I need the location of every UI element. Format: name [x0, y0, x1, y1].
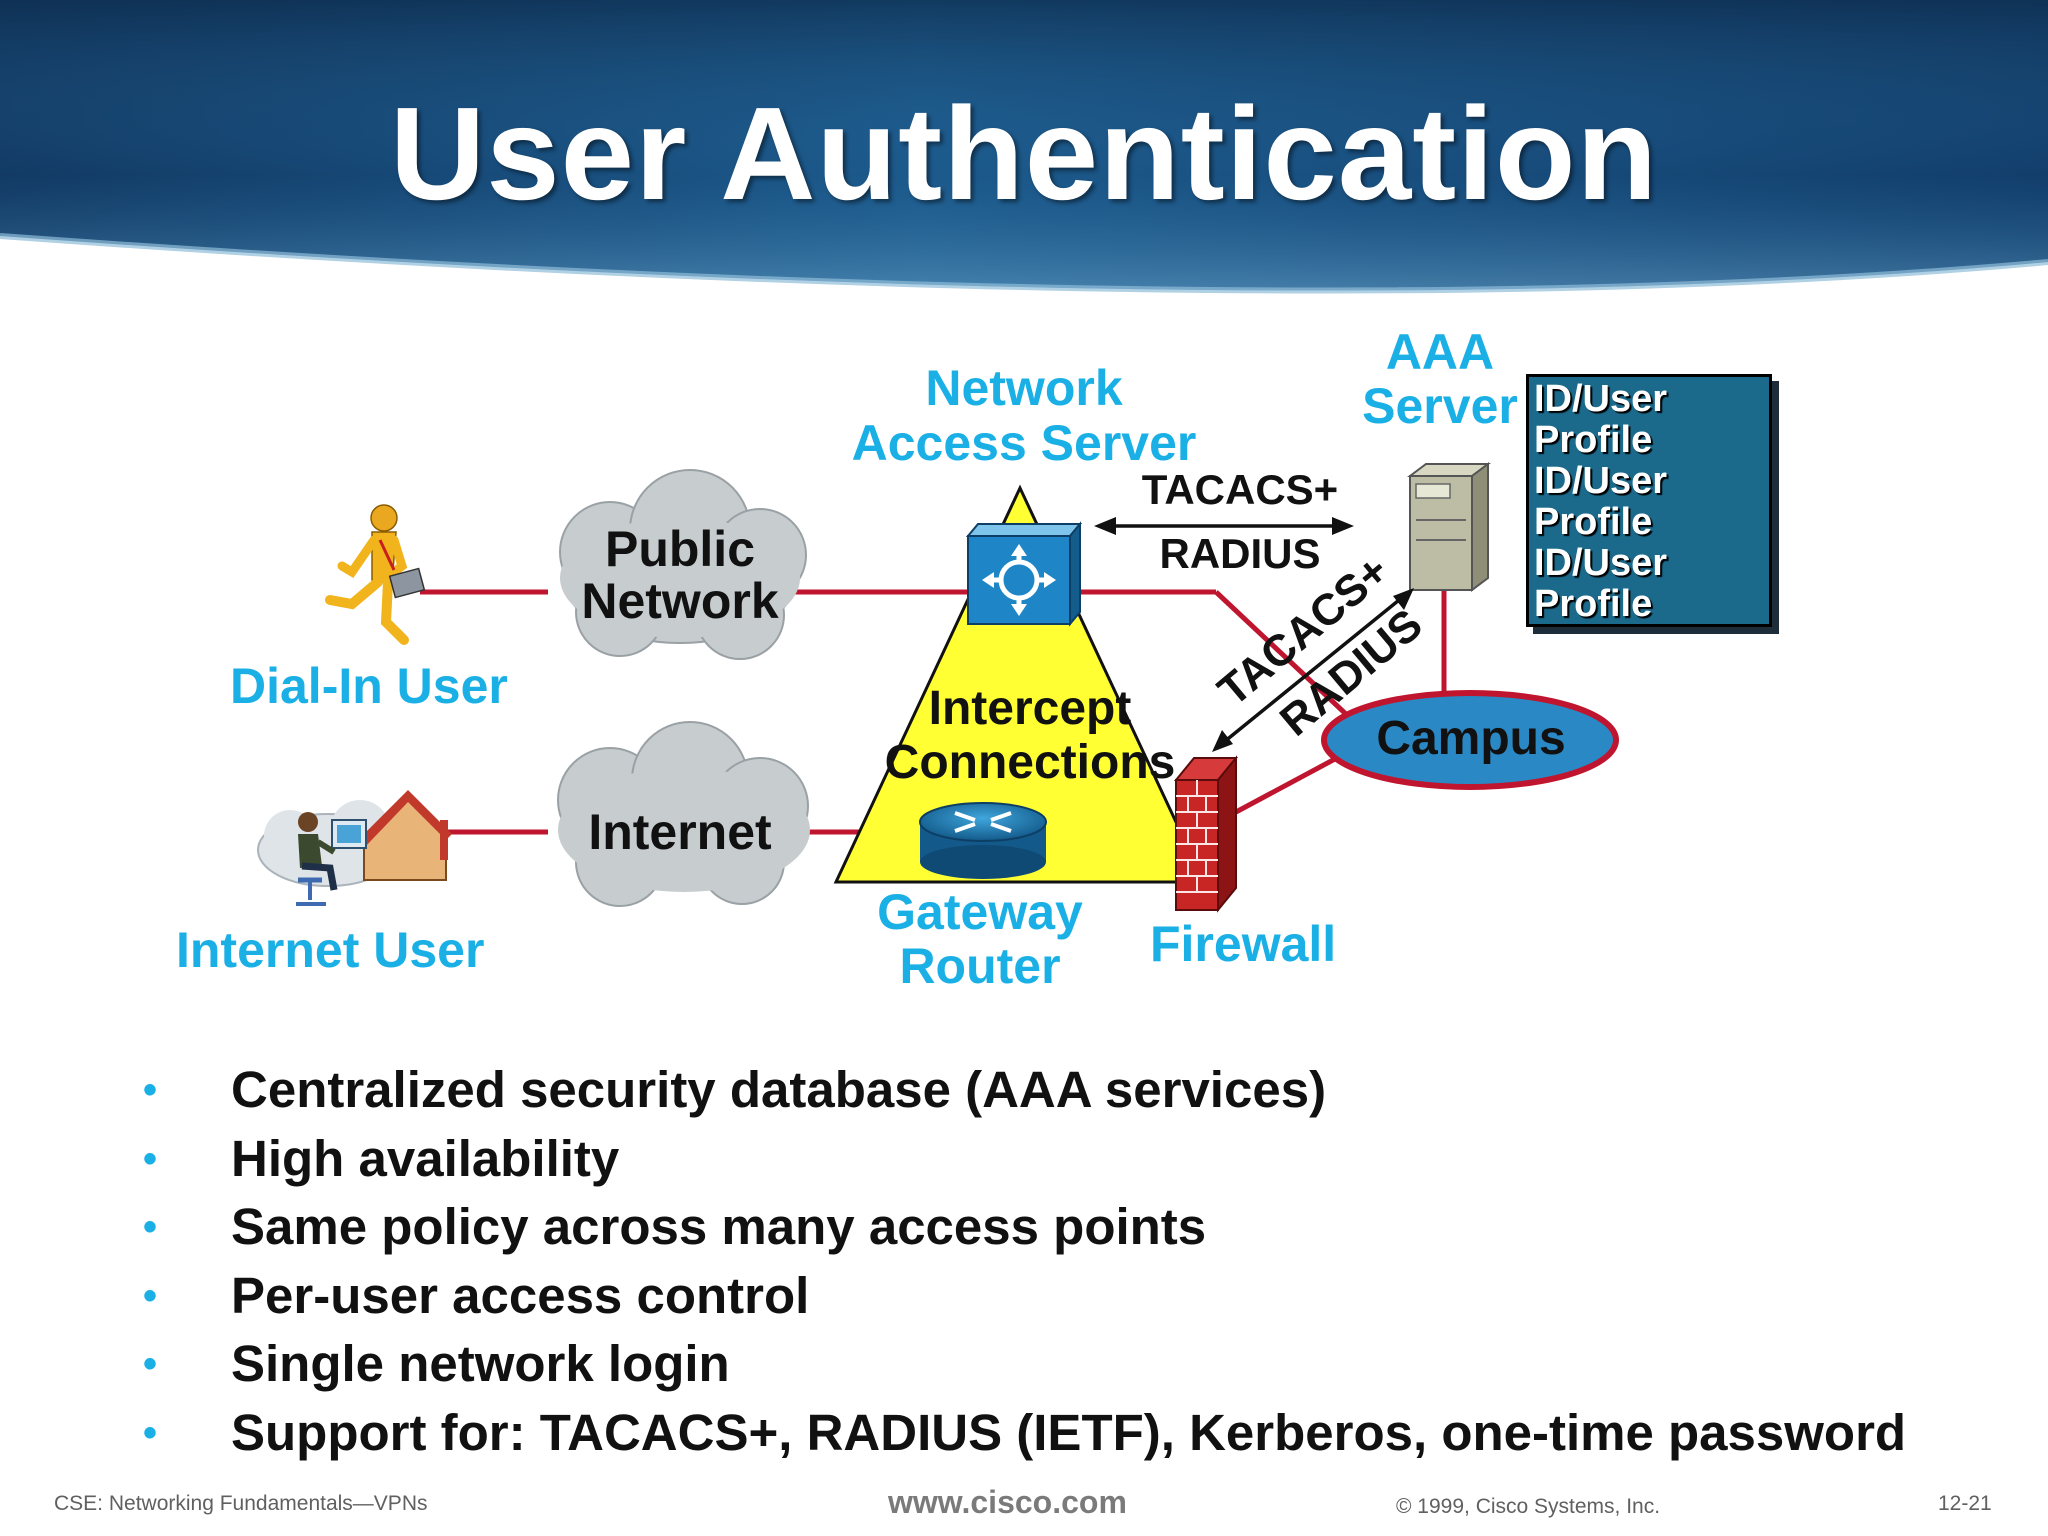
bullet-text: Centralized security database (AAA servi…: [231, 1061, 1327, 1118]
protocol-arrows: [1094, 517, 1414, 752]
profile-line: ID/User: [1534, 460, 1668, 502]
footer-course: CSE: Networking Fundamentals—VPNs: [54, 1492, 428, 1515]
firewall-icon: [1173, 755, 1239, 913]
dial-in-user-figure: [325, 504, 426, 645]
intercept-triangle: [833, 484, 1207, 884]
bullet-dot-icon: •: [143, 1205, 158, 1249]
nas-label-line2: Access Server: [851, 415, 1197, 471]
bullet-text: High availability: [231, 1129, 620, 1187]
bullet-list: • Centralized security database (AAA serv…: [140, 1056, 1906, 1467]
bullet-item: • Same policy across many access points: [140, 1193, 1906, 1262]
internet-user-figure: [257, 790, 452, 906]
bullet-dot-icon: •: [143, 1136, 158, 1181]
bullet-dot-icon: •: [143, 1410, 158, 1455]
profile-line: Profile: [1534, 501, 1653, 543]
internet-user-label: Internet User: [176, 922, 485, 978]
top-tacacs-label: TACACS+: [1141, 466, 1339, 513]
bullet-item: • Support for: TACACS+, RADIUS (IETF), Ke…: [140, 1399, 1906, 1468]
bullet-text: Single network login: [231, 1335, 730, 1392]
intercept-line2: Connections: [884, 736, 1176, 789]
aaa-label-line1: AAA: [1385, 324, 1495, 380]
bullet-text: Per-user access control: [231, 1266, 810, 1324]
gateway-label-line2: Router: [899, 938, 1061, 994]
bullet-item: • Single network login: [140, 1330, 1906, 1399]
bullet-item: • Per-user access control: [140, 1262, 1906, 1331]
network-access-server-icon: [965, 521, 1083, 627]
footer-page-number: 12-21: [1938, 1492, 1992, 1515]
bullet-item: • High availability: [140, 1125, 1906, 1194]
header-banner: [0, 0, 2048, 294]
internet-cloud-label: Internet: [588, 804, 772, 860]
footer-url[interactable]: www.cisco.com: [888, 1484, 1127, 1520]
internet-cloud: [557, 721, 810, 907]
public-network-line1: Public: [604, 521, 756, 577]
aaa-label-line2: Server: [1362, 378, 1518, 434]
intercept-line1: Intercept: [928, 682, 1132, 735]
link-nas-campus: [1214, 590, 1350, 718]
top-radius-label: RADIUS: [1159, 530, 1321, 577]
public-network-cloud: [559, 469, 807, 660]
user-profile-box: ID/User Profile ID/User Profile ID/User …: [1526, 374, 1772, 627]
nas-label-line1: Network: [925, 360, 1123, 416]
bullet-text: Same policy across many access points: [231, 1198, 1207, 1255]
public-network-line2: Network: [581, 573, 779, 629]
link-firewall-campus: [1234, 749, 1350, 815]
bullet-dot-icon: •: [143, 1068, 158, 1112]
footer-copyright: © 1999, Cisco Systems, Inc.: [1396, 1495, 1661, 1518]
campus-ellipse: [1321, 690, 1619, 790]
page-title: User Authentication: [389, 80, 1659, 227]
aaa-server-icon: [1407, 462, 1491, 592]
gateway-label-line1: Gateway: [877, 884, 1083, 940]
bullet-dot-icon: •: [143, 1273, 158, 1318]
firewall-label: Firewall: [1150, 916, 1337, 972]
profile-line: Profile: [1534, 583, 1653, 625]
profile-line: ID/User: [1534, 542, 1668, 584]
gateway-router-icon: [919, 802, 1047, 879]
bullet-dot-icon: •: [143, 1342, 158, 1386]
bullet-item: • Centralized security database (AAA serv…: [140, 1056, 1906, 1125]
profile-line: ID/User: [1534, 378, 1668, 420]
campus-label: Campus: [1376, 712, 1566, 765]
profile-line: Profile: [1534, 419, 1653, 461]
dial-in-user-label: Dial-In User: [230, 658, 508, 714]
bullet-text: Support for: TACACS+, RADIUS (IETF), Ker…: [231, 1403, 1907, 1461]
